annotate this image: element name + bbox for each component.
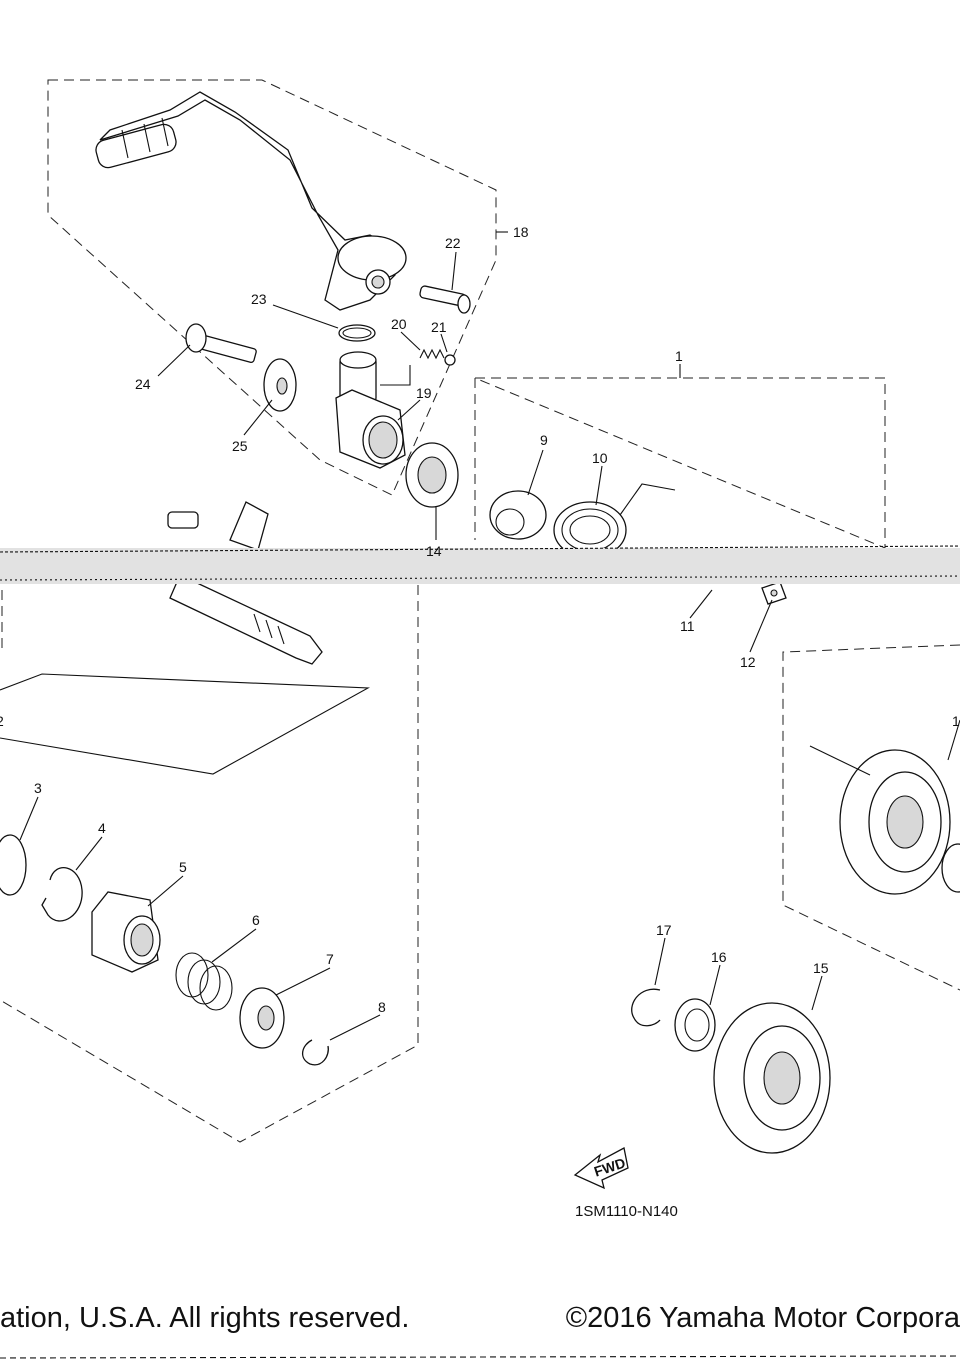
kick-axle-2-part	[167, 501, 323, 665]
spring-6-part	[175, 952, 233, 1011]
callout-18: 18	[513, 224, 529, 240]
callout-11: 11	[680, 618, 695, 634]
copyright-right: ©2016 Yamaha Motor Corpora	[565, 1302, 960, 1334]
torsion-spring-10-part	[553, 483, 676, 559]
callout-17: 17	[656, 922, 672, 938]
callout-10: 10	[592, 450, 608, 466]
callout-21: 21	[431, 319, 447, 335]
bolt-24-part	[185, 323, 257, 363]
group-1-kick-axle-box	[474, 377, 886, 549]
callout-23: 23	[251, 291, 267, 307]
bolt-22-part	[419, 285, 471, 314]
callout-labels: 1 2 3 4 5 6 7 8 9 10 11 12 13 14 15 16 1…	[0, 224, 960, 1220]
callout-12: 12	[740, 654, 756, 670]
callout-2: 2	[0, 713, 4, 729]
callout-24: 24	[135, 376, 151, 392]
gear-13-part	[839, 749, 951, 895]
spring-20-part	[419, 348, 445, 360]
kick-boss-19-part	[335, 351, 406, 469]
callout-1: 1	[675, 348, 683, 364]
callout-7: 7	[326, 951, 334, 967]
diagram-code: 1SM1110-N140	[575, 1203, 678, 1220]
ratchet-5-part	[91, 891, 161, 973]
callout-22: 22	[445, 235, 461, 251]
leader-lines	[19, 251, 960, 1041]
group-2-shaft-box	[0, 585, 419, 1143]
callout-9: 9	[540, 432, 548, 448]
group-18-kick-crank-box	[47, 79, 497, 496]
callout-8: 8	[378, 999, 386, 1015]
callout-6: 6	[252, 912, 260, 928]
washer-3-part	[0, 834, 27, 896]
callout-20: 20	[391, 316, 407, 332]
gear-15-part	[713, 1002, 831, 1154]
callout-19: 19	[416, 385, 432, 401]
circlip-17-part	[631, 988, 661, 1027]
circlip-8-part	[302, 1039, 329, 1066]
callout-13: 13	[952, 713, 960, 729]
callout-5: 5	[179, 859, 187, 875]
kick-crank-part	[95, 91, 407, 311]
circlip-4-part	[41, 867, 83, 922]
callout-25: 25	[232, 438, 248, 454]
fwd-arrow-icon: FWD	[573, 1147, 629, 1190]
callout-3: 3	[34, 780, 42, 796]
o-ring-23-part	[338, 324, 376, 342]
ball-21-part	[444, 354, 456, 366]
callout-15: 15	[813, 960, 829, 976]
copyright-left: ation, U.S.A. All rights reserved.	[0, 1302, 410, 1334]
callout-16: 16	[711, 949, 727, 965]
group-13-gear-box	[782, 644, 960, 991]
callout-4: 4	[98, 820, 106, 836]
collar-9-part	[489, 490, 547, 540]
scan-band	[0, 548, 960, 584]
bottom-scan-line	[0, 1355, 960, 1359]
callout-14: 14	[426, 543, 442, 559]
washer-16-part	[674, 998, 716, 1052]
